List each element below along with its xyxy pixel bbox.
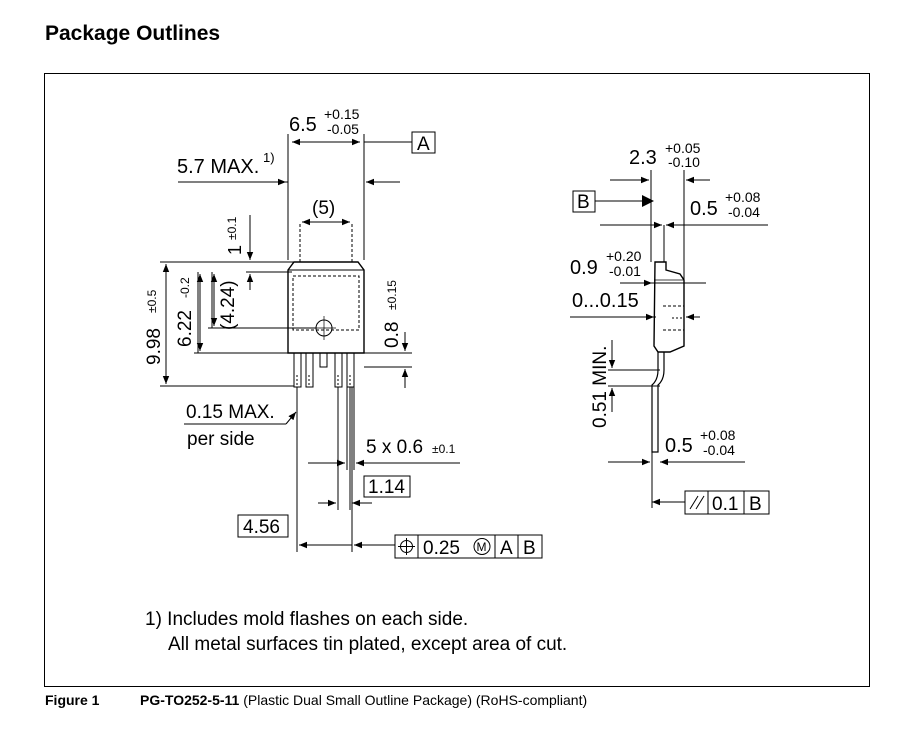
dim-424: (4.24) [218,280,239,330]
dim-015max: 0.15 MAX. [186,402,275,423]
dim-114-box [363,475,411,498]
position-tolerance-frame: 0.25 M A B [394,534,543,559]
dim-width-tol-plus: +0.15 [324,106,360,122]
side-profile [653,261,685,353]
dim-09-tol-plus: +0.20 [606,248,642,264]
dim-456: 4.56 [243,517,280,538]
side-view: 2.3 +0.05 -0.10 B 0.5 +0.08 -0.04 0.9 +0… [570,140,770,515]
dim-05-bot-tol-plus: +0.08 [700,427,736,443]
figure-caption: Figure 1 PG-TO252-5-11 (Plastic Dual Smal… [45,692,587,708]
dim-1-tol: ±0.1 [225,216,239,240]
dim-23-tol-plus: +0.05 [665,140,701,156]
mmc-modifier-icon [473,538,491,555]
drawing-notes: 1) Includes mold flashes on each side. A… [145,607,567,657]
dim-05-bot-tol-minus: -0.04 [703,442,735,458]
package-name: PG-TO252-5-11 [140,692,240,708]
dim-08-tol: ±0.15 [385,280,399,310]
dim-05-bot: 0.5 [665,435,693,457]
dim-998: 9.98 [144,328,165,365]
fcf-side-datum-b: B [749,494,762,515]
heatsink-pad-outline [292,275,360,331]
dim-015max-per-side: per side [187,429,255,450]
leads [293,352,355,388]
dim-23: 2.3 [629,147,657,169]
dim-width: 6.5 [289,114,317,136]
note-line-1: 1) Includes mold flashes on each side. [145,609,469,630]
dim-width-tol-minus: -0.05 [327,121,359,137]
dim-456-box [237,514,289,538]
dim-622-tol: -0.2 [178,277,192,298]
dim-05-top-tol-minus: -0.04 [728,204,760,220]
dim-max: 5.7 MAX. [177,156,259,178]
parallelism-tolerance-frame: 0.1 B [684,490,770,515]
dim-09-tol-minus: -0.01 [609,263,641,279]
parallelism-icon [689,495,699,510]
fcf-value: 0.25 [423,538,460,559]
dim-23-tol-minus: -0.10 [668,154,700,170]
dim-051: 0.51 MIN. [590,346,611,428]
dim-lead: 5 x 0.6 [366,437,423,458]
datum-a-box [411,131,436,154]
dim-08: 0.8 [382,322,403,348]
dim-tab-width: (5) [312,198,335,219]
dim-09: 0.9 [570,257,598,279]
lead-profile [651,352,665,453]
front-view: 6.5 +0.15 -0.05 A 5.7 MAX. 1) (5) 1 ±0.1… [144,106,543,559]
dim-05-top-tol-plus: +0.08 [725,189,761,205]
section-heading: Package Outlines [45,22,221,45]
datum-a: A [417,134,430,155]
datum-b: B [577,192,590,213]
fcf-datum-a: A [500,538,513,559]
note-line-2: All metal surfaces tin plated, except ar… [168,634,568,655]
dim-114: 1.14 [368,477,405,498]
dim-622: 6.22 [175,310,196,347]
dim-998-tol: ±0.5 [145,289,159,313]
fcf-modifier: M [477,540,487,554]
dim-max-note: 1) [263,150,275,165]
package-description: (Plastic Dual Small Outline Package) (Ro… [239,692,588,708]
dim-0015: 0...0.15 [572,290,639,312]
dim-lead-tol: ±0.1 [432,442,456,456]
dim-1: 1 [225,245,245,255]
fcf-side-value: 0.1 [712,494,738,515]
dim-05-top: 0.5 [690,198,718,220]
fcf-datum-b: B [523,538,536,559]
figure-number: Figure 1 [45,692,100,708]
drawing-frame [44,73,870,687]
